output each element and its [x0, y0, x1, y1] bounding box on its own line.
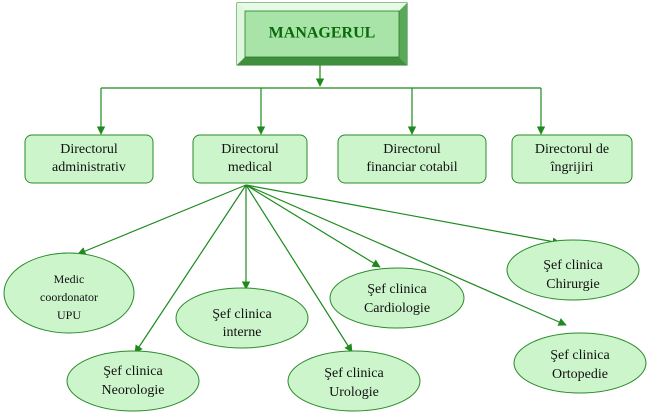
upu-line2: coordonator: [40, 290, 98, 304]
upu-line1: Medic: [54, 272, 85, 286]
interne-line1: Şef clinica: [212, 307, 272, 322]
chirurgie-line1: Şef clinica: [543, 258, 603, 273]
edge-to-upu: [77, 184, 247, 256]
node-sef-clinica-urologie: Şef clinica Urologie: [287, 350, 421, 412]
ortopedie-line1: Şef clinica: [550, 348, 610, 363]
node-directorul-medical: Directorul medical: [192, 134, 308, 184]
administrativ-line2: administrativ: [52, 160, 126, 175]
interne-line2: interne: [223, 325, 262, 340]
node-medic-coordonator-upu: Medic coordonator UPU: [3, 252, 135, 334]
edge-to-ortopedie: [245, 184, 567, 326]
urologie-line1: Şef clinica: [324, 366, 384, 381]
neorologie-line2: Neorologie: [102, 383, 165, 398]
directors-row: Directorul administrativ Directorul medi…: [24, 134, 633, 184]
urologie-line2: Urologie: [329, 385, 379, 400]
node-sef-clinica-chirurgie: Şef clinica Chirurgie: [506, 239, 640, 301]
node-sef-clinica-ortopedie: Şef clinica Ortopedie: [513, 332, 647, 394]
upu-line3: UPU: [57, 308, 81, 322]
cardiologie-line1: Şef clinica: [367, 282, 427, 297]
edge-to-chirurgie: [245, 184, 561, 246]
medical-line1: Directorul: [221, 142, 279, 157]
edge-to-neorologie: [134, 184, 247, 354]
ingrijiri-line2: îngrijiri: [550, 160, 594, 175]
node-managerul: MANAGERUL: [236, 2, 408, 66]
cardiologie-line2: Cardiologie: [364, 301, 430, 316]
node-sef-clinica-interne: Şef clinica interne: [175, 287, 309, 349]
clinics-group: Medic coordonator UPU Şef clinica Neorol…: [3, 239, 647, 412]
medical-line2: medical: [228, 160, 272, 175]
edge-to-urologie: [245, 184, 353, 353]
connectors: [77, 65, 567, 354]
node-directorul-ingrijiri: Directorul de îngrijiri: [511, 134, 633, 184]
node-directorul-financiar: Directorul financiar cotabil: [337, 134, 487, 184]
node-directorul-administrativ: Directorul administrativ: [24, 134, 154, 184]
financiar-line2: financiar cotabil: [366, 160, 457, 175]
managerul-label: MANAGERUL: [269, 25, 376, 42]
ortopedie-line2: Ortopedie: [552, 367, 608, 382]
ingrijiri-line1: Directorul de: [535, 142, 609, 157]
financiar-line1: Directorul: [383, 142, 441, 157]
node-sef-clinica-neorologie: Şef clinica Neorologie: [66, 350, 200, 412]
neorologie-line1: Şef clinica: [103, 364, 163, 379]
administrativ-line1: Directorul: [60, 142, 118, 157]
edge-to-cardiologie: [245, 184, 381, 268]
chirurgie-line2: Chirurgie: [546, 277, 599, 292]
node-sef-clinica-cardiologie: Şef clinica Cardiologie: [329, 267, 465, 329]
